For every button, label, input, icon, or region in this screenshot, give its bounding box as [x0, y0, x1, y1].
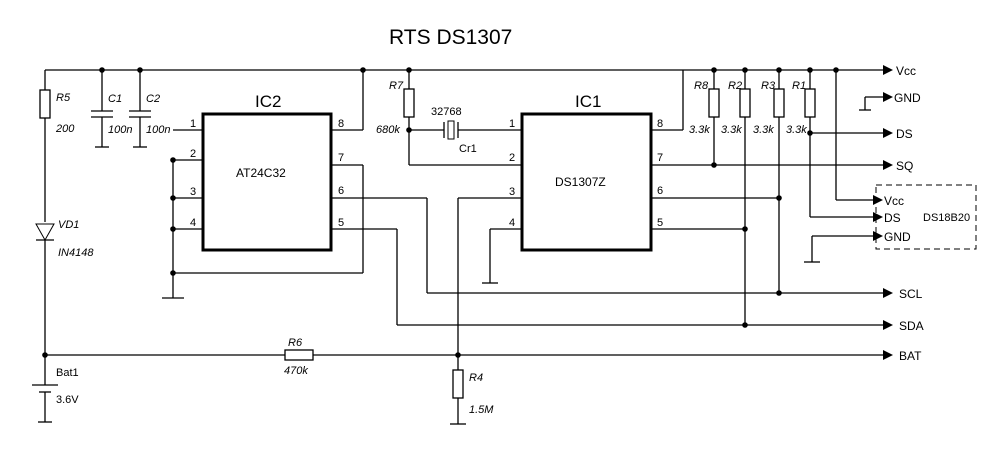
ic1-pin-5: 5 [657, 217, 663, 229]
r4-value: 1.5M [469, 404, 494, 416]
crystal-ref: Cr1 [459, 143, 477, 155]
junction-dot [170, 195, 176, 201]
c2-ref: C2 [146, 93, 160, 105]
diode-vd1 [35, 223, 55, 242]
ic1-pin-8: 8 [657, 118, 663, 130]
r1-value: 3.3k [786, 124, 807, 136]
vd1-ref: VD1 [58, 219, 79, 231]
ic1-pin-1: 1 [509, 118, 515, 130]
diagram-title: RTS DS1307 [389, 26, 512, 49]
resistor-r4 [452, 369, 464, 399]
r4-ref: R4 [469, 372, 483, 384]
ic1-ref: IC1 [575, 92, 601, 111]
crystal-frequency: 32768 [431, 106, 462, 118]
r8-ref: R8 [694, 80, 709, 92]
ic2-pin-5: 5 [338, 217, 344, 229]
sensor-pin-gnd: GND [884, 230, 911, 244]
resistor-r7 [403, 88, 415, 118]
sensor-name: DS18B20 [923, 212, 970, 224]
ds-net-label: DS [896, 127, 913, 141]
ic2-pin-8: 8 [338, 118, 344, 130]
crystal-cr1 [443, 120, 459, 140]
ic1-pin-7: 7 [657, 152, 663, 164]
ic2-pin-3: 3 [190, 186, 196, 198]
r1-ref: R1 [792, 80, 806, 92]
capacitor-c2 [129, 70, 151, 148]
r8-value: 3.3k [689, 124, 710, 136]
r6-value: 470k [284, 365, 308, 377]
gnd-net-label-top: GND [894, 91, 921, 105]
ic1-pin-4: 4 [509, 217, 515, 229]
resistor-r2 [739, 88, 751, 118]
resistor-r6 [284, 349, 314, 361]
ic1-body [520, 112, 653, 252]
junction-dot [711, 162, 717, 168]
sda-net-label: SDA [899, 319, 924, 333]
ic2-body [201, 112, 333, 252]
battery-ref: Bat1 [56, 367, 79, 379]
r2-value: 3.3k [721, 124, 742, 136]
junction-dot [776, 195, 782, 201]
gnd-symbol-top [859, 92, 893, 111]
ic2-pin-1: 1 [190, 118, 196, 130]
r5-value: 200 [55, 123, 75, 135]
resistor-r3 [773, 88, 785, 118]
vcc-net-label: Vcc [896, 64, 916, 78]
r5-ref: R5 [56, 92, 71, 104]
junction-dot [170, 157, 176, 163]
resistor-r5 [39, 89, 51, 119]
ic2-pin-4: 4 [190, 217, 196, 229]
scl-net-label: SCL [899, 287, 923, 301]
bat-net-label: BAT [899, 349, 922, 363]
ic2-ref: IC2 [255, 92, 281, 111]
c1-value: 100n [108, 124, 132, 136]
battery-bat1 [32, 384, 58, 423]
resistor-r1 [804, 88, 816, 118]
ic2-pin-7: 7 [338, 152, 344, 164]
ic1-pin-6: 6 [657, 185, 663, 197]
sensor-pin-ds: DS [884, 211, 901, 225]
r3-ref: R3 [761, 80, 776, 92]
r7-value: 680k [376, 124, 400, 136]
vd1-part: IN4148 [58, 247, 94, 259]
c1-ref: C1 [108, 93, 122, 105]
sensor-pin-vcc: Vcc [884, 194, 904, 208]
vcc-rail [45, 65, 893, 75]
junction-dot [742, 226, 748, 232]
r3-value: 3.3k [753, 124, 774, 136]
c2-value: 100n [146, 124, 170, 136]
junction-dot [170, 226, 176, 232]
sq-net-label: SQ [896, 159, 913, 173]
r7-ref: R7 [389, 80, 404, 92]
ic1-pin-2: 2 [509, 152, 515, 164]
battery-voltage: 3.6V [56, 394, 79, 406]
ic2-pin-2: 2 [190, 148, 196, 160]
capacitor-c1 [91, 70, 113, 148]
ic1-part: DS1307Z [555, 175, 606, 189]
r6-ref: R6 [288, 337, 303, 349]
ic2-part: AT24C32 [236, 166, 286, 180]
resistor-r8 [708, 88, 720, 118]
ic1-pin-3: 3 [509, 186, 515, 198]
ic2-pin-6: 6 [338, 185, 344, 197]
junction-dot [455, 352, 461, 358]
r2-ref: R2 [728, 80, 742, 92]
